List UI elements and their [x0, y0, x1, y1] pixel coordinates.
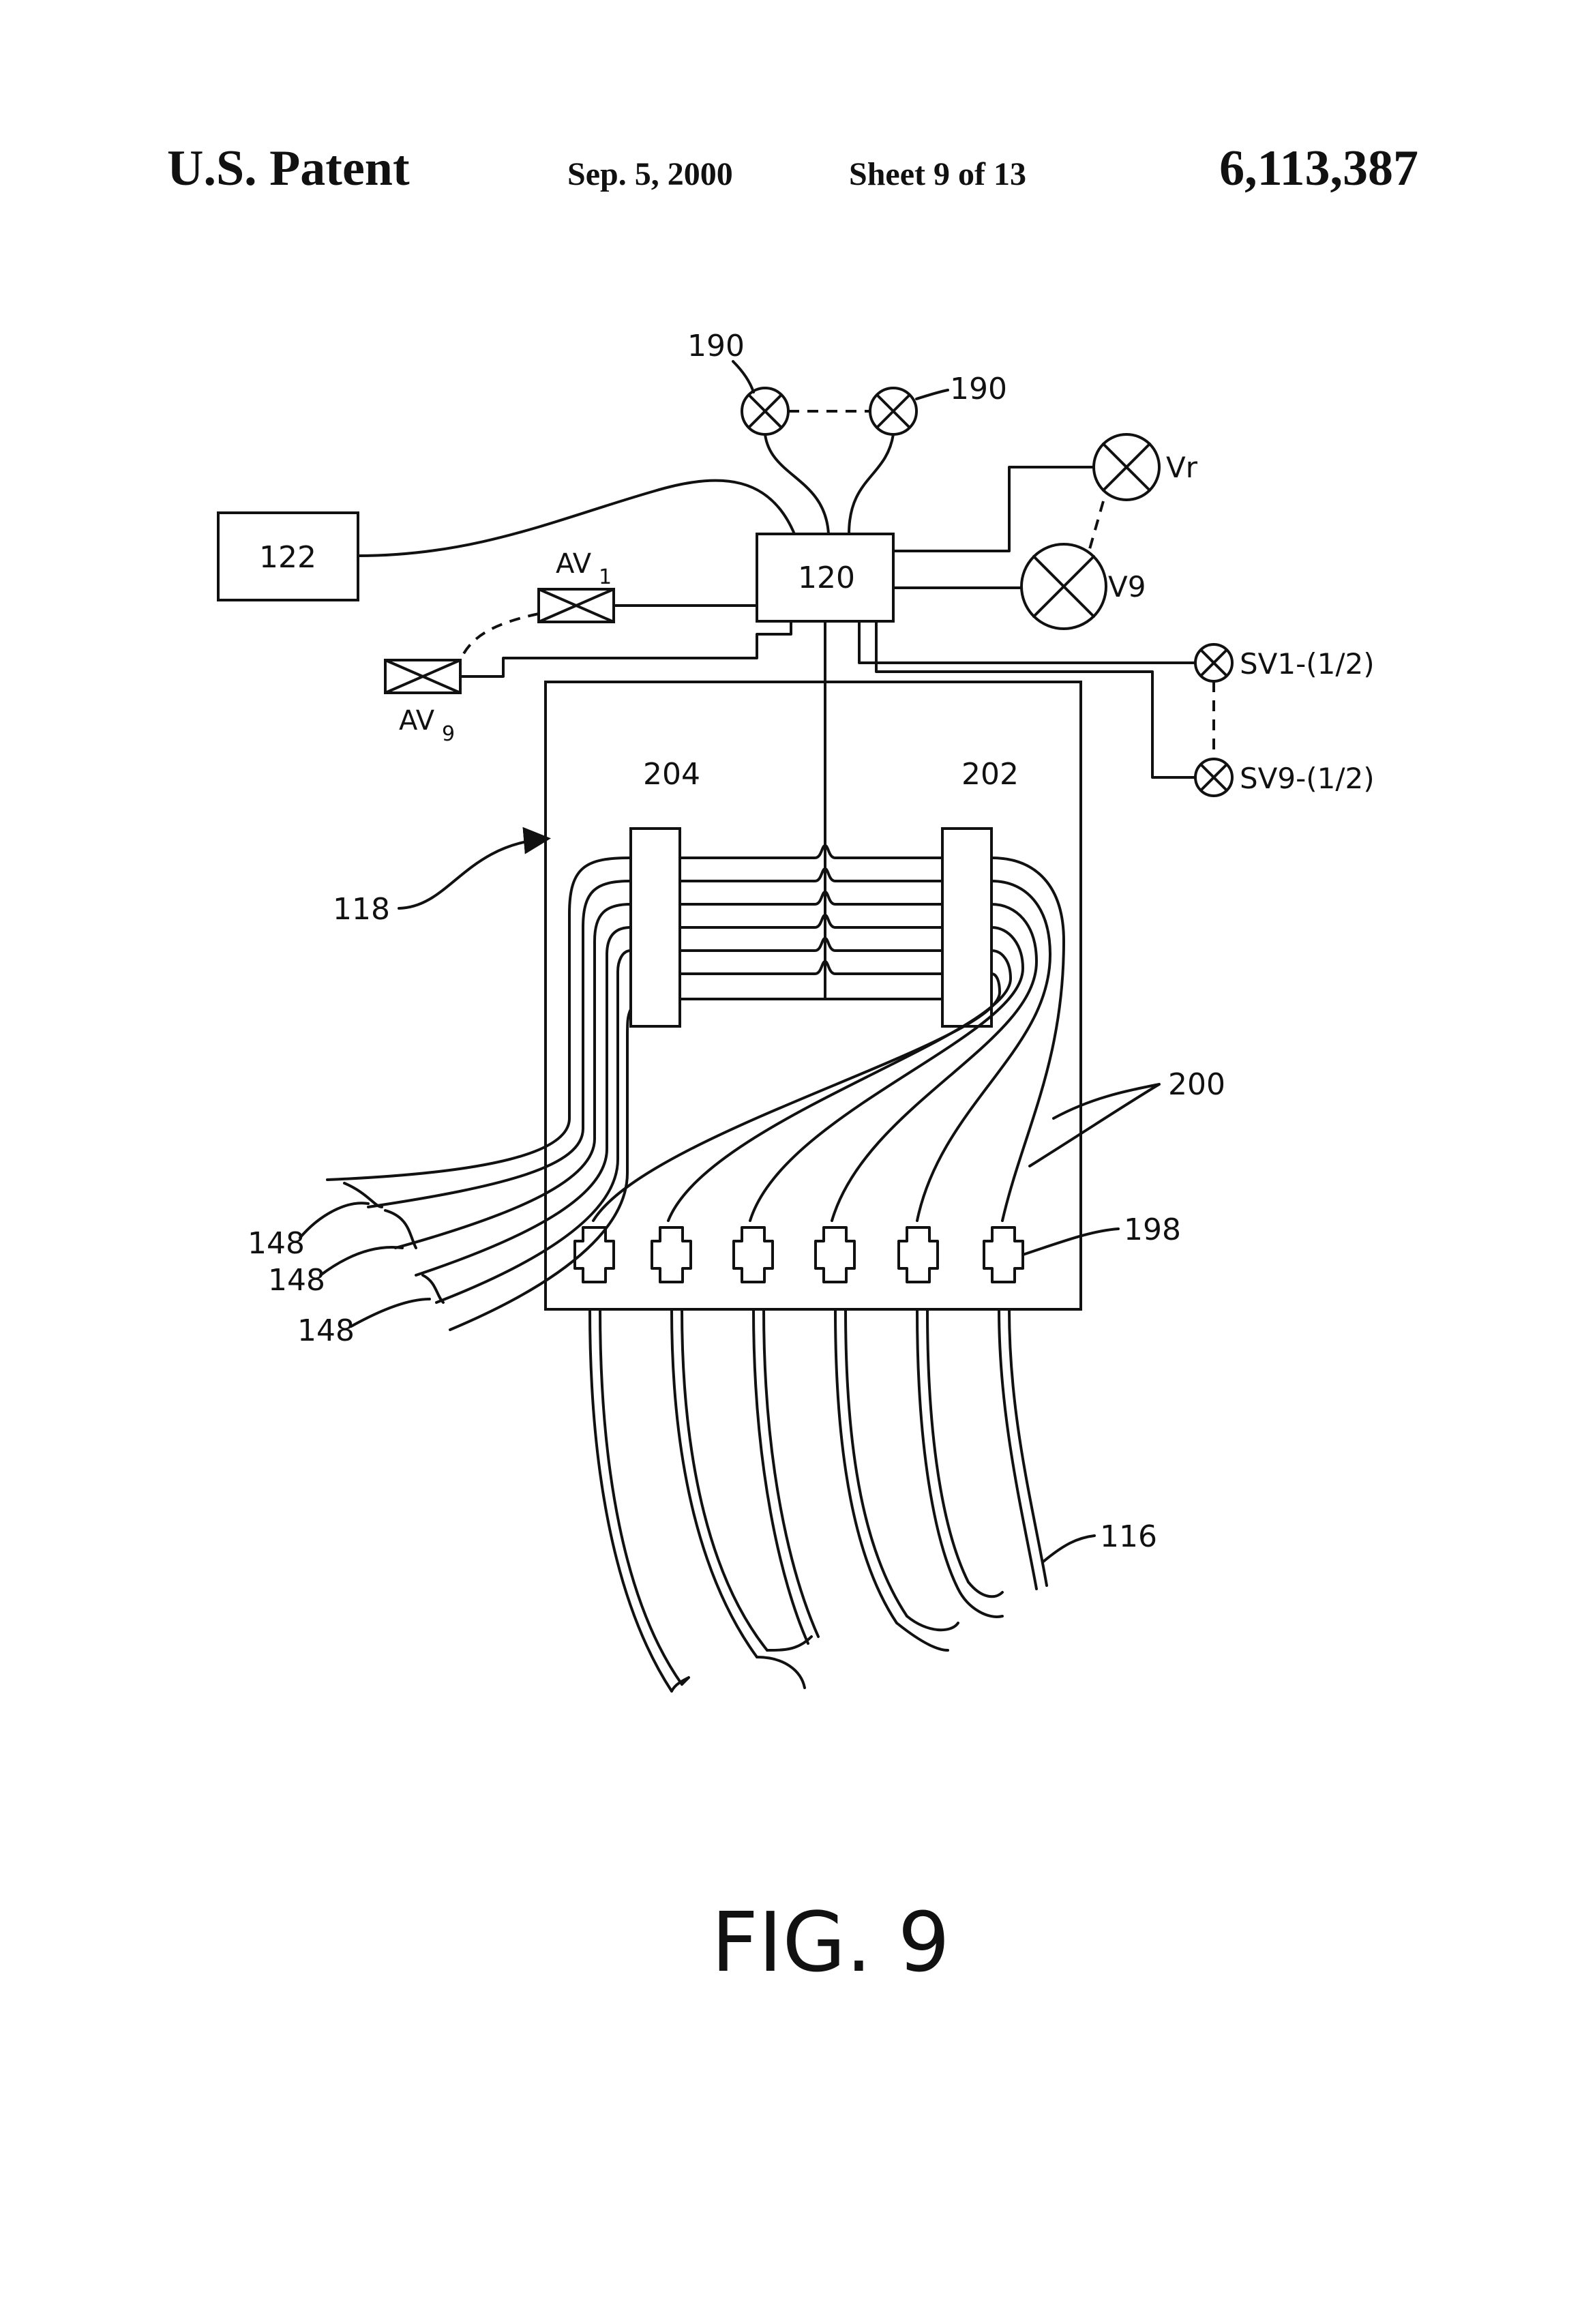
line-190-right-to-120 — [849, 434, 893, 534]
label-148-c: 148 — [297, 1313, 355, 1348]
manifold-204 — [631, 829, 680, 1026]
lines-116 — [590, 1309, 1047, 1691]
controller-120: 120 — [757, 534, 893, 621]
line-120-to-vr — [893, 467, 1094, 551]
leader-148-c — [351, 1299, 430, 1326]
line-190-left-to-120 — [765, 434, 829, 534]
leader-148-a — [300, 1203, 368, 1238]
label-204: 204 — [643, 757, 700, 792]
line-120-to-sv1 — [859, 621, 1195, 663]
label-200: 200 — [1168, 1067, 1225, 1102]
valve-av1 — [539, 589, 614, 622]
manifold-202 — [942, 829, 991, 1026]
label-148-a: 148 — [248, 1226, 305, 1261]
valve-vr — [1094, 434, 1159, 500]
valve-190-left — [742, 388, 788, 434]
label-148-b: 148 — [268, 1263, 325, 1298]
label-av9-sub: 9 — [442, 722, 455, 746]
leader-116 — [1043, 1536, 1094, 1562]
label-122: 122 — [259, 540, 316, 575]
label-sv9: SV9-(1/2) — [1240, 762, 1375, 795]
leader-190-right — [916, 390, 948, 399]
line-122-to-120 — [358, 481, 794, 556]
label-av1-main: AV — [556, 548, 592, 580]
label-120: 120 — [798, 561, 855, 595]
label-202: 202 — [961, 757, 1019, 792]
label-v9: V9 — [1108, 570, 1146, 604]
leader-190-left — [733, 361, 753, 392]
valve-190-right — [870, 388, 916, 434]
dashed-vr-v9-link — [1090, 501, 1103, 549]
line-av9-to-120 — [460, 621, 791, 676]
label-av9-main: AV — [399, 705, 435, 736]
label-116: 116 — [1100, 1519, 1157, 1554]
figure-caption: FIG. 9 — [711, 1896, 950, 1991]
label-190-left: 190 — [687, 329, 745, 363]
label-av1-sub: 1 — [599, 565, 612, 589]
label-vr: Vr — [1166, 451, 1198, 484]
valve-v9 — [1021, 544, 1106, 629]
valve-sv1 — [1195, 644, 1232, 681]
label-118: 118 — [333, 892, 390, 927]
box-122: 122 — [218, 513, 358, 600]
leader-148-b — [320, 1247, 402, 1275]
label-190-right: 190 — [950, 372, 1007, 406]
dashed-av1-av9-link — [460, 614, 539, 660]
arrow-118 — [399, 839, 546, 908]
valve-sv9 — [1195, 759, 1232, 796]
valve-av9 — [385, 660, 460, 693]
label-198: 198 — [1124, 1212, 1181, 1247]
label-sv1: SV1-(1/2) — [1240, 647, 1375, 681]
